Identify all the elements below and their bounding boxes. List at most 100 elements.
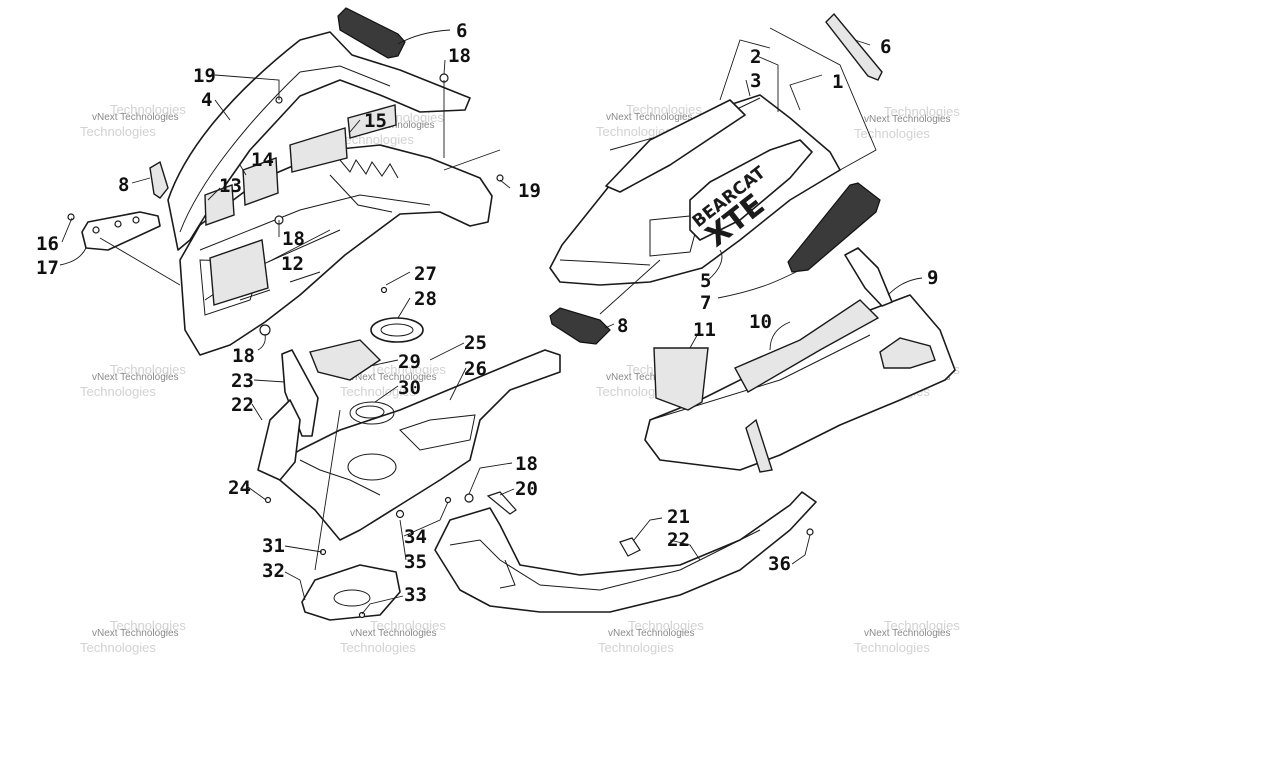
callout-19: 19 [193,65,216,87]
watermark-ghost: Technologies [626,102,702,117]
watermark-ghost: Technologies [854,126,930,141]
mount-bracket [81,211,161,251]
rivet-33 [358,611,366,619]
lower-plate-32 [301,564,401,621]
lower-side-vent [879,337,936,369]
top-strip-6 [825,12,883,81]
callout-6: 6 [456,20,467,42]
watermark-text: vNext Technologies [864,114,951,125]
hood-assembly-left [67,7,504,356]
callout-11: 11 [693,319,716,341]
belly-pan-main [267,349,561,541]
callout-23: 23 [231,370,254,392]
rivet-34 [444,496,452,504]
callout-4: 4 [201,89,212,111]
skid-plate-main [434,491,817,613]
callout-36: 36 [768,553,791,575]
callout-labels: 6 18 19 4 15 14 13 8 19 16 17 18 12 18 2… [36,20,938,606]
watermark-ghost: Technologies [80,124,156,139]
watermark-ghost: Technologies [596,384,672,399]
clip-strip-9 [844,247,893,307]
watermark-ghost: Technologies [340,384,416,399]
watermark-text: vNext Technologies [92,112,179,123]
flap-panel-11 [653,347,709,411]
bolt-19-right [496,174,504,182]
gasket-28 [370,317,424,343]
decal-panel-15 [289,127,348,173]
decal-panel-13 [204,184,235,226]
insert-panel-10 [734,299,880,393]
callout-18: 18 [232,345,255,367]
side-reflector-left [149,160,169,199]
watermark-text: vNext Technologies [864,628,951,639]
bolt-36 [806,528,814,536]
headlight-lens [209,239,269,306]
callout-8: 8 [118,174,129,196]
watermark-ghost: Technologies [596,124,672,139]
callout-9: 9 [927,267,938,289]
callout-2: 2 [750,46,761,68]
watermark-text: vNext Technologies [92,372,179,383]
callout-10: 10 [749,311,772,333]
callout-18: 18 [448,45,471,67]
guard-22-left [257,399,301,481]
callout-22: 22 [231,394,254,416]
watermark-text: vNext Technologies [350,628,437,639]
callout-31: 31 [262,535,285,557]
watermark-ghost: Technologies [628,618,704,633]
leader-lines [59,27,923,615]
bracket-23 [281,349,319,437]
watermark-ghost: Technologies [370,362,446,377]
fastener-21 [619,537,641,557]
watermark-ghost: Technologies [340,640,416,655]
watermark-ghost: Technologies [80,640,156,655]
callout-35: 35 [404,551,427,573]
watermark-text: vNext Technologies [608,628,695,639]
lower-side-slot [745,418,773,473]
lower-side-panel [644,247,956,473]
callout-5: 5 [700,270,711,292]
callout-34: 34 [404,526,427,548]
side-panel-right: BEARCAT XTE [549,12,883,345]
callout-15: 15 [364,110,387,132]
decal-backing-3 [605,99,746,193]
callout-29: 29 [398,351,421,373]
watermark-ghost: Technologies [110,362,186,377]
logo-panel [689,139,813,241]
vent-mesh-side [787,182,881,273]
skid-plate-assembly [434,491,817,613]
belly-pan-assembly [257,286,561,621]
washer-18 [464,493,474,503]
nut-18-low [259,324,271,336]
vent-mesh-top [337,7,406,59]
callout-17: 17 [36,257,59,279]
watermark-text: vNext Technologies [606,372,693,383]
callout-22: 22 [667,529,690,551]
lower-side-shell [644,294,956,471]
callout-3: 3 [750,70,761,92]
watermark-text: vNext Technologies [350,372,437,383]
rivet-27 [380,286,388,294]
hood-top-panel [167,31,471,251]
callout-14: 14 [251,149,274,171]
decal-panel-15b [347,104,397,139]
callout-1: 1 [832,71,843,93]
callout-16: 16 [36,233,59,255]
callout-27: 27 [414,263,437,285]
callout-7: 7 [700,292,711,314]
watermark-ghost: Technologies [598,640,674,655]
watermark-ghost: Technologies [884,618,960,633]
callout-13: 13 [219,175,242,197]
vent-mesh-small [549,307,611,345]
callout-32: 32 [262,560,285,582]
ring-30 [355,405,385,419]
callout-19: 19 [518,180,541,202]
callout-30: 30 [398,377,421,399]
watermark-text: vNext Technologies [92,628,179,639]
watermark-text: vNext Technologies [606,112,693,123]
callout-26: 26 [464,358,487,380]
bolt-35 [395,509,405,519]
callout-28: 28 [414,288,437,310]
